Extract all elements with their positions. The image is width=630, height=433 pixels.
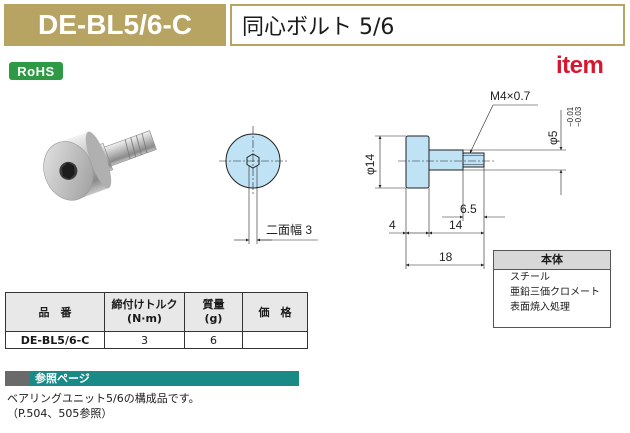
brand-logo: item xyxy=(556,52,604,79)
part-code-title: DE-BL5/6-C xyxy=(4,4,226,46)
table-row: DE-BL5/6-C 3 6 xyxy=(5,331,308,349)
spec-table: 品 番 締付けトルク (N·m) 質量 (g) 価 格 DE-BL5/6-C 3… xyxy=(5,292,308,349)
title-header: DE-BL5/6-C 同心ボルト 5/6 xyxy=(4,4,625,46)
reference-swatch xyxy=(5,371,29,386)
material-line-3: 表面焼入処理 xyxy=(510,302,570,313)
header-torque: 締付けトルク (N·m) xyxy=(104,292,185,332)
product-photo xyxy=(43,130,157,201)
tolerance-upper-label: −0.01 xyxy=(566,106,575,127)
tolerance-lower-label: −0.03 xyxy=(574,106,583,127)
cell-price xyxy=(242,331,308,349)
cell-mass: 6 xyxy=(184,331,243,349)
material-box: 本体 スチール 亜鉛三価クロメート 表面焼入処理 xyxy=(493,250,611,328)
reference-note: ベアリングユニット5/6の構成品です。 （P.504、505参照） xyxy=(7,391,200,421)
rohs-badge: RoHS xyxy=(9,62,63,80)
header-mass: 質量 (g) xyxy=(184,292,243,332)
header-price: 価 格 xyxy=(242,292,308,332)
side-view-drawing: φ14 φ5 −0.01 −0.03 M4×0.7 6.5 4 14 18 xyxy=(363,89,583,269)
end-view-drawing: 二面幅 3 xyxy=(219,126,318,244)
note-line-2: （P.504、505参照） xyxy=(7,407,113,420)
shaft-diameter-label: φ5 xyxy=(546,130,560,145)
reference-bar: 参照ページ xyxy=(5,371,299,386)
material-line-2: 亜鉛三価クロメート xyxy=(510,287,600,298)
dim-14-label: 14 xyxy=(449,218,463,232)
dim-4-label: 4 xyxy=(389,218,396,232)
reference-title: 参照ページ xyxy=(35,372,90,385)
head-diameter-label: φ14 xyxy=(363,154,377,175)
across-flats-label: 二面幅 3 xyxy=(266,222,312,237)
material-line-1: スチール xyxy=(510,272,550,283)
dim-18-label: 18 xyxy=(439,250,453,264)
material-header: 本体 xyxy=(494,251,610,270)
part-name-title: 同心ボルト 5/6 xyxy=(230,4,625,46)
cell-torque: 3 xyxy=(104,331,185,349)
cell-part-number: DE-BL5/6-C xyxy=(5,331,105,349)
header-part-number: 品 番 xyxy=(5,292,105,332)
note-line-1: ベアリングユニット5/6の構成品です。 xyxy=(7,392,200,405)
dim-6-5-label: 6.5 xyxy=(460,202,477,216)
thread-spec-label: M4×0.7 xyxy=(490,89,531,103)
